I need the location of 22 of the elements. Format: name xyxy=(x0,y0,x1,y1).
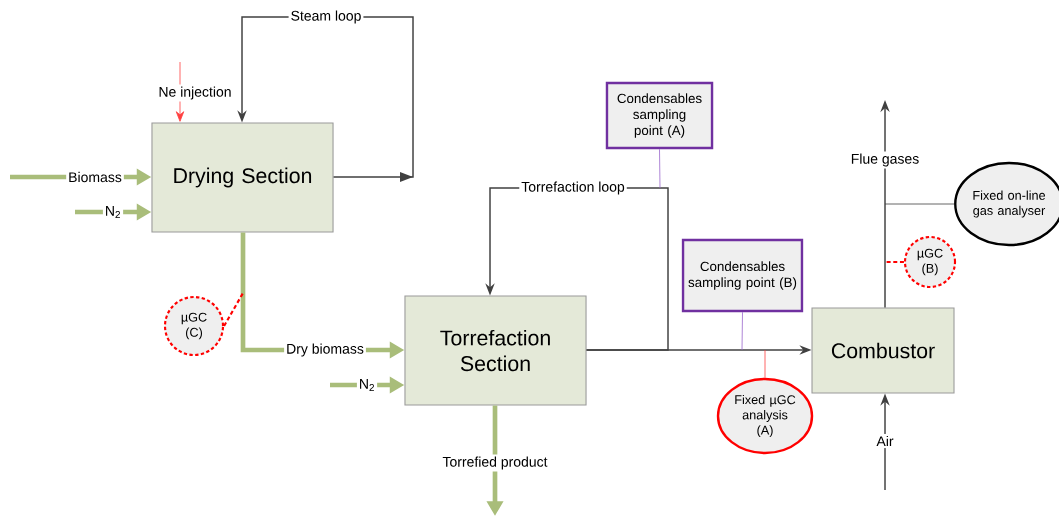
connector-line xyxy=(764,349,766,379)
edge-label: N$_{2}$ xyxy=(356,377,378,393)
edge-label: Dry biomass xyxy=(284,341,366,359)
connector-line xyxy=(223,292,244,327)
connector-line xyxy=(884,203,955,205)
connector-line xyxy=(659,148,661,189)
edge-label: Torrefaction loop xyxy=(519,179,627,197)
edge-label: Biomass xyxy=(66,169,124,185)
connector-line xyxy=(741,311,743,351)
process-box: Drying Section xyxy=(151,122,334,233)
edge-label: Ne injection xyxy=(156,84,234,102)
arrow xyxy=(175,61,185,122)
process-box: Combustor xyxy=(811,307,955,394)
edge-label: N$_{2}$ xyxy=(102,204,124,220)
edge-label: Torrefied product xyxy=(440,454,550,472)
process-box: Torrefaction Section xyxy=(404,295,587,406)
edge-label: Air xyxy=(874,433,896,449)
sampling-point-box: Condensables sampling point (B) xyxy=(681,238,804,313)
sampling-point-box: Condensables sampling point (A) xyxy=(605,81,714,150)
edge-label: Flue gases xyxy=(848,151,922,169)
edge-label: Steam loop xyxy=(288,8,364,26)
connector-line xyxy=(885,260,904,264)
